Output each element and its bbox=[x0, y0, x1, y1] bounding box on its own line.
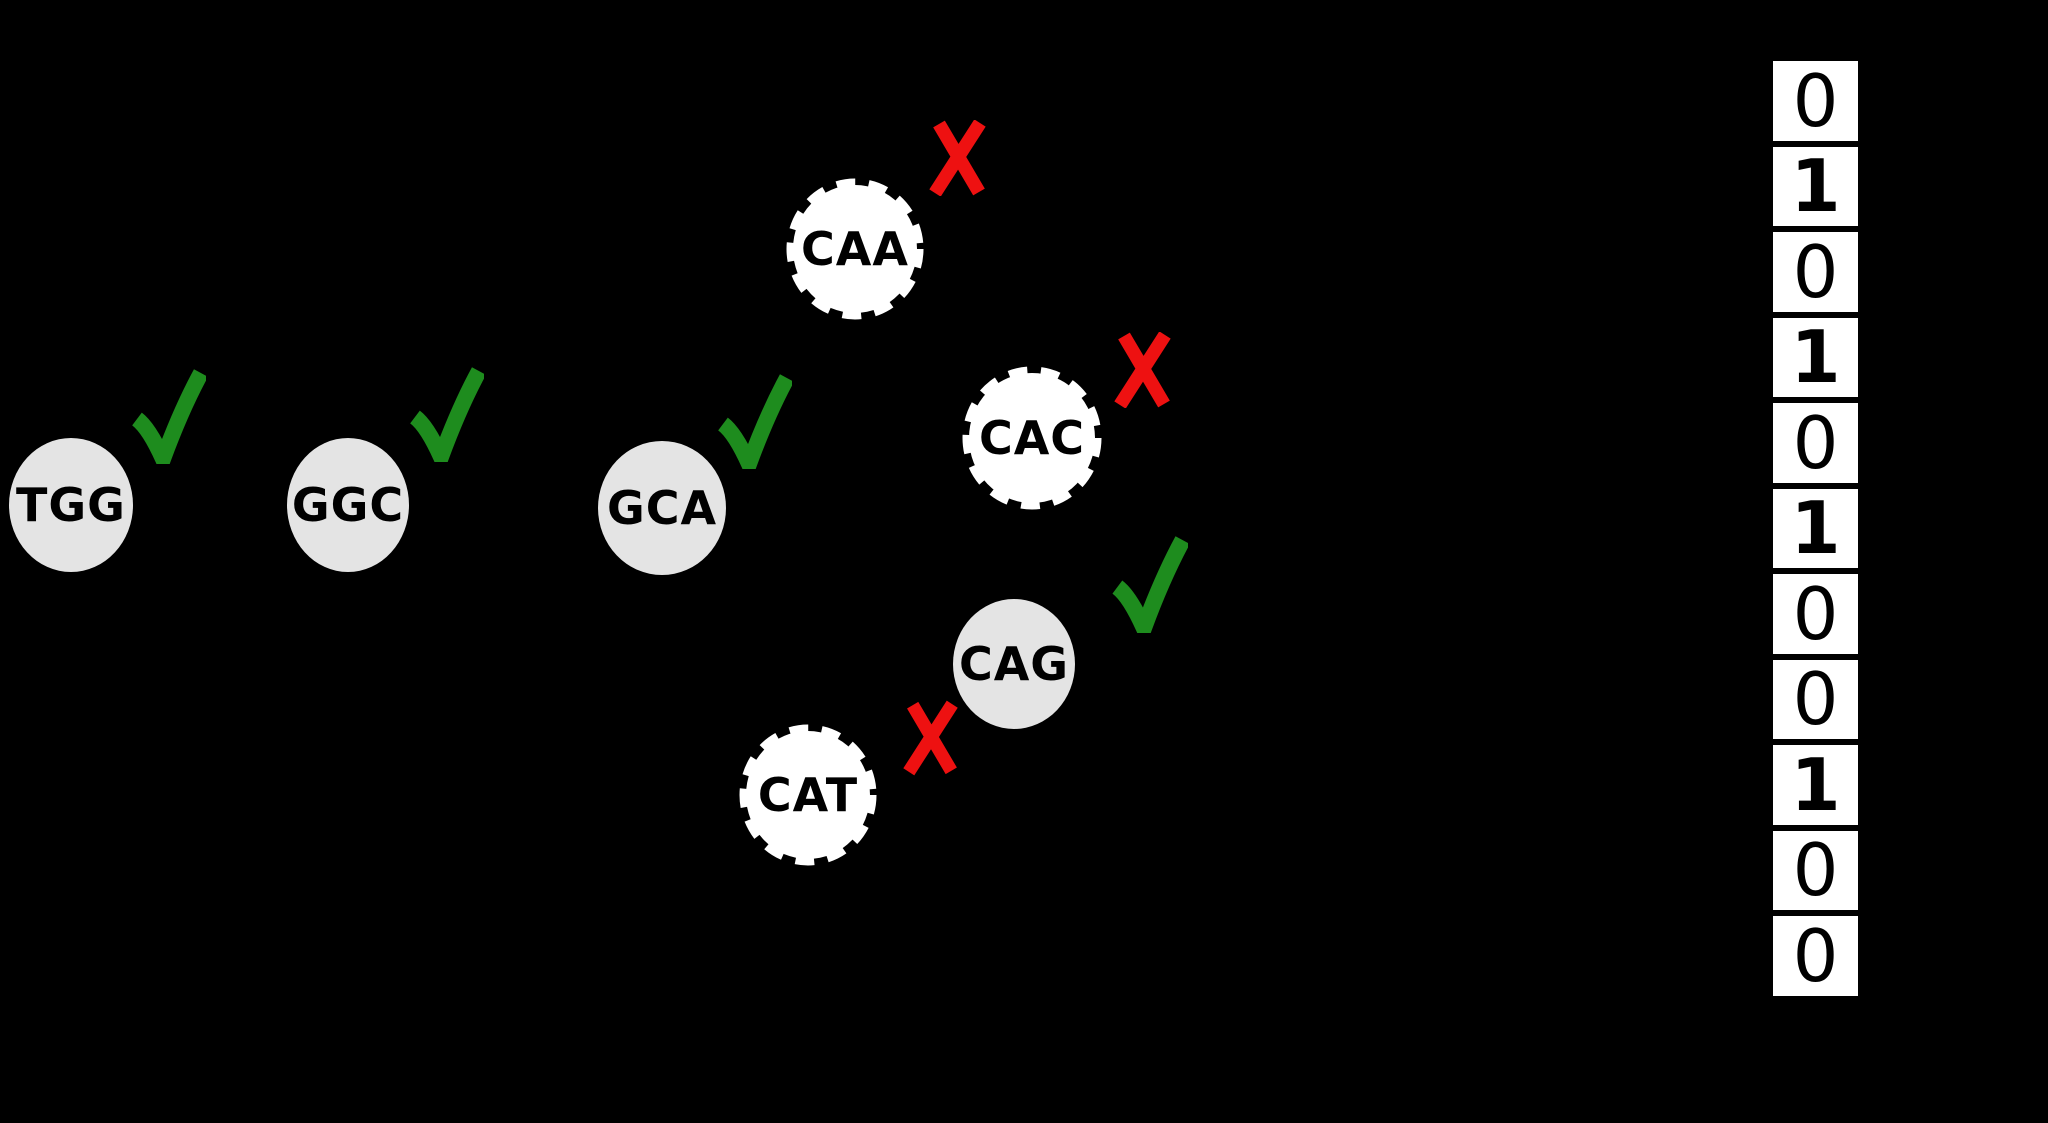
bit-cell: 0 bbox=[1773, 403, 1858, 483]
bit-cell: 1 bbox=[1773, 488, 1858, 568]
kmer-circle-cag: CAG bbox=[952, 598, 1076, 730]
cross-icon-caa bbox=[929, 120, 986, 196]
bit-cell: 0 bbox=[1773, 61, 1858, 141]
kmer-circle-gca: GCA bbox=[597, 440, 727, 576]
cross-icon-cac bbox=[1114, 332, 1171, 408]
bit-cell: 0 bbox=[1773, 830, 1858, 910]
checkmark-icon-cag bbox=[1112, 536, 1188, 633]
circle-shape bbox=[953, 599, 1075, 729]
circle-shape bbox=[9, 438, 133, 572]
dashed-circle-shape bbox=[962, 366, 1102, 510]
bit-cell: 0 bbox=[1773, 916, 1858, 996]
kmer-circle-tgg: TGG bbox=[8, 437, 134, 573]
kmer-label: GGC bbox=[291, 478, 405, 532]
dashed-circle-shape bbox=[786, 178, 924, 320]
checkmark-icon-gca bbox=[717, 374, 792, 469]
bit-cell: 0 bbox=[1773, 659, 1858, 739]
dashed-circle-shape bbox=[739, 724, 877, 866]
bit-cell: 1 bbox=[1773, 745, 1858, 825]
kmer-label: CAG bbox=[958, 637, 1070, 691]
kmer-circle-cat: CAT bbox=[735, 720, 881, 870]
kmer-label: GCA bbox=[606, 481, 718, 535]
bit-cell: 1 bbox=[1773, 317, 1858, 397]
kmer-label: CAT bbox=[757, 768, 859, 822]
kmer-circle-cac: CAC bbox=[959, 363, 1105, 513]
kmer-label: CAA bbox=[801, 222, 909, 276]
cross-icon-cat bbox=[903, 700, 958, 776]
checkmark-icon-tgg bbox=[131, 369, 206, 464]
bit-cell: 1 bbox=[1773, 146, 1858, 226]
bit-cell: 0 bbox=[1773, 574, 1858, 654]
bit-cell: 0 bbox=[1773, 232, 1858, 312]
circle-shape bbox=[598, 441, 726, 575]
bit-array: 0 1 0 1 0 1 0 0 1 0 0 bbox=[1773, 61, 1858, 996]
kmer-circle-ggc: GGC bbox=[286, 437, 410, 573]
circle-shape bbox=[287, 438, 409, 572]
checkmark-icon-ggc bbox=[409, 367, 484, 462]
kmer-label: CAC bbox=[978, 411, 1086, 465]
kmer-circle-caa: CAA bbox=[782, 174, 928, 324]
kmer-label: TGG bbox=[16, 478, 126, 532]
